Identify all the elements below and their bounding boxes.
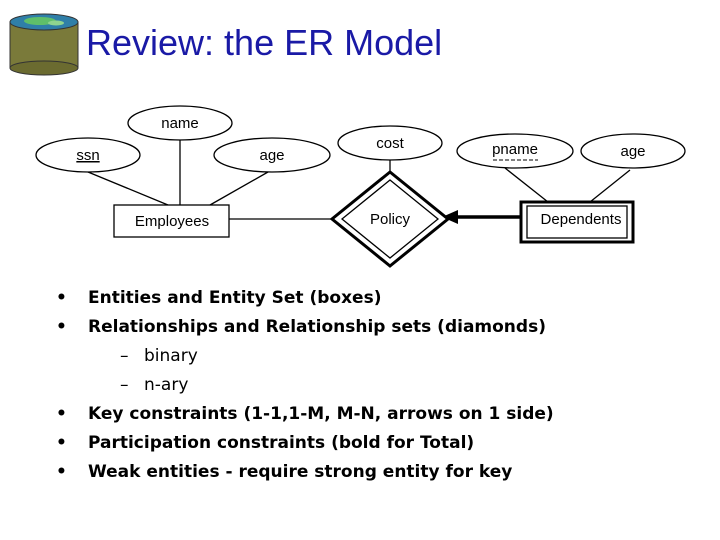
bullet-text: Participation constraints (bold for Tota… (88, 433, 475, 453)
entity-employees (113, 204, 230, 238)
line-pname-dependents (504, 167, 549, 203)
label-employees: Employees (135, 213, 209, 230)
attr-age-employee (213, 137, 331, 173)
label-name: name (161, 115, 199, 132)
bullet-marker: • (56, 462, 67, 482)
bullet-item: • Weak entities - require strong entity f… (56, 458, 696, 487)
bullet-list: • Entities and Entity Set (boxes) • Relati… (56, 284, 696, 487)
attr-cost (337, 125, 443, 161)
bullet-marker: • (56, 433, 67, 453)
sub-bullet-text: binary (144, 346, 198, 366)
bullet-marker: • (56, 288, 67, 308)
entity-dependents (519, 200, 635, 244)
sub-bullet-marker: – (120, 346, 129, 366)
line-age-dependents (589, 169, 631, 203)
bullet-text: Key constraints (1-1,1-M, M-N, arrows on… (88, 404, 554, 424)
label-policy: Policy (370, 211, 411, 228)
attr-age-dependent (580, 133, 686, 169)
label-age-employee: age (259, 147, 284, 164)
bullet-item: • Relationships and Relationship sets (di… (56, 313, 696, 342)
sub-bullet-marker: – (120, 375, 129, 395)
line-ssn-employees (87, 171, 169, 206)
bullet-item: • Entities and Entity Set (boxes) (56, 284, 696, 313)
sub-bullet-item: –binary (56, 342, 696, 371)
bullet-item: • Participation constraints (bold for Tot… (56, 429, 696, 458)
relationship-policy (329, 170, 451, 268)
bullet-marker: • (56, 404, 67, 424)
bullet-item: • Key constraints (1-1,1-M, M-N, arrows o… (56, 400, 696, 429)
er-diagram: name ssn age cost pname age Employees Po… (35, 105, 686, 268)
label-dependents: Dependents (541, 211, 622, 228)
label-cost: cost (376, 135, 404, 152)
label-pname: pname (492, 141, 538, 158)
attr-name (127, 105, 233, 141)
attr-pname (456, 133, 574, 169)
arrow-head (442, 210, 458, 224)
attr-ssn (35, 137, 141, 173)
bullet-marker: • (56, 317, 67, 337)
page-title: Review: the ER Model (86, 22, 443, 63)
bullet-text: Weak entities - require strong entity fo… (88, 462, 513, 482)
sub-bullet-item: –n-ary (56, 371, 696, 400)
database-cylinder-icon (9, 13, 79, 76)
label-age-dependent: age (620, 143, 645, 160)
line-age-employees (209, 171, 269, 206)
sub-bullet-text: n-ary (144, 375, 189, 395)
bullet-text: Relationships and Relationship sets (dia… (88, 317, 546, 337)
label-ssn: ssn (76, 147, 99, 164)
bullet-text: Entities and Entity Set (boxes) (88, 288, 382, 308)
